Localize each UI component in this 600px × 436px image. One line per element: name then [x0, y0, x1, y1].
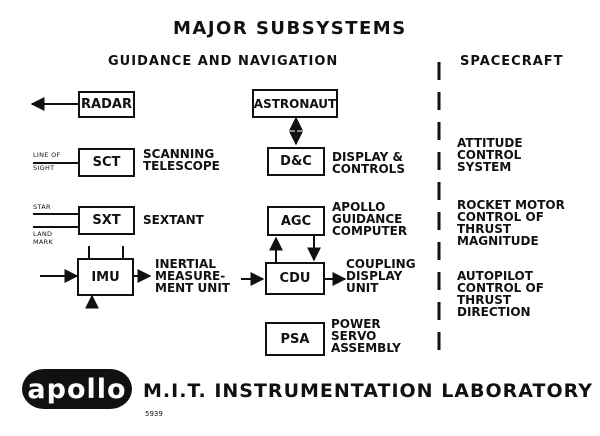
- guidance-header: GUIDANCE AND NAVIGATION: [108, 54, 339, 69]
- figure-number: 5939: [145, 410, 163, 418]
- imu-box: IMU: [77, 258, 134, 296]
- sxt-description: SEXTANT: [143, 213, 204, 227]
- landmark-label: LAND MARK: [33, 230, 54, 246]
- agc-box: AGC: [267, 206, 325, 236]
- apollo-logo: apollo: [22, 369, 132, 409]
- radar-box: RADAR: [78, 91, 135, 118]
- line-of-sight-label: LINE OF SIGHT: [33, 151, 61, 172]
- dc-box: D&C: [267, 147, 325, 176]
- star-label: STAR: [33, 203, 51, 211]
- sct-box: SCT: [78, 148, 135, 177]
- sxt-box: SXT: [78, 206, 135, 235]
- lab-name: M.I.T. INSTRUMENTATION LABORATORY: [143, 380, 593, 402]
- page-title: MAJOR SUBSYSTEMS: [173, 18, 407, 39]
- spacecraft-header: SPACECRAFT: [460, 54, 564, 69]
- astronaut-box: ASTRONAUT: [252, 89, 338, 118]
- psa-box: PSA: [265, 322, 325, 356]
- cdu-box: CDU: [265, 262, 325, 295]
- dc-description: DISPLAY &CONTROLS: [332, 150, 405, 176]
